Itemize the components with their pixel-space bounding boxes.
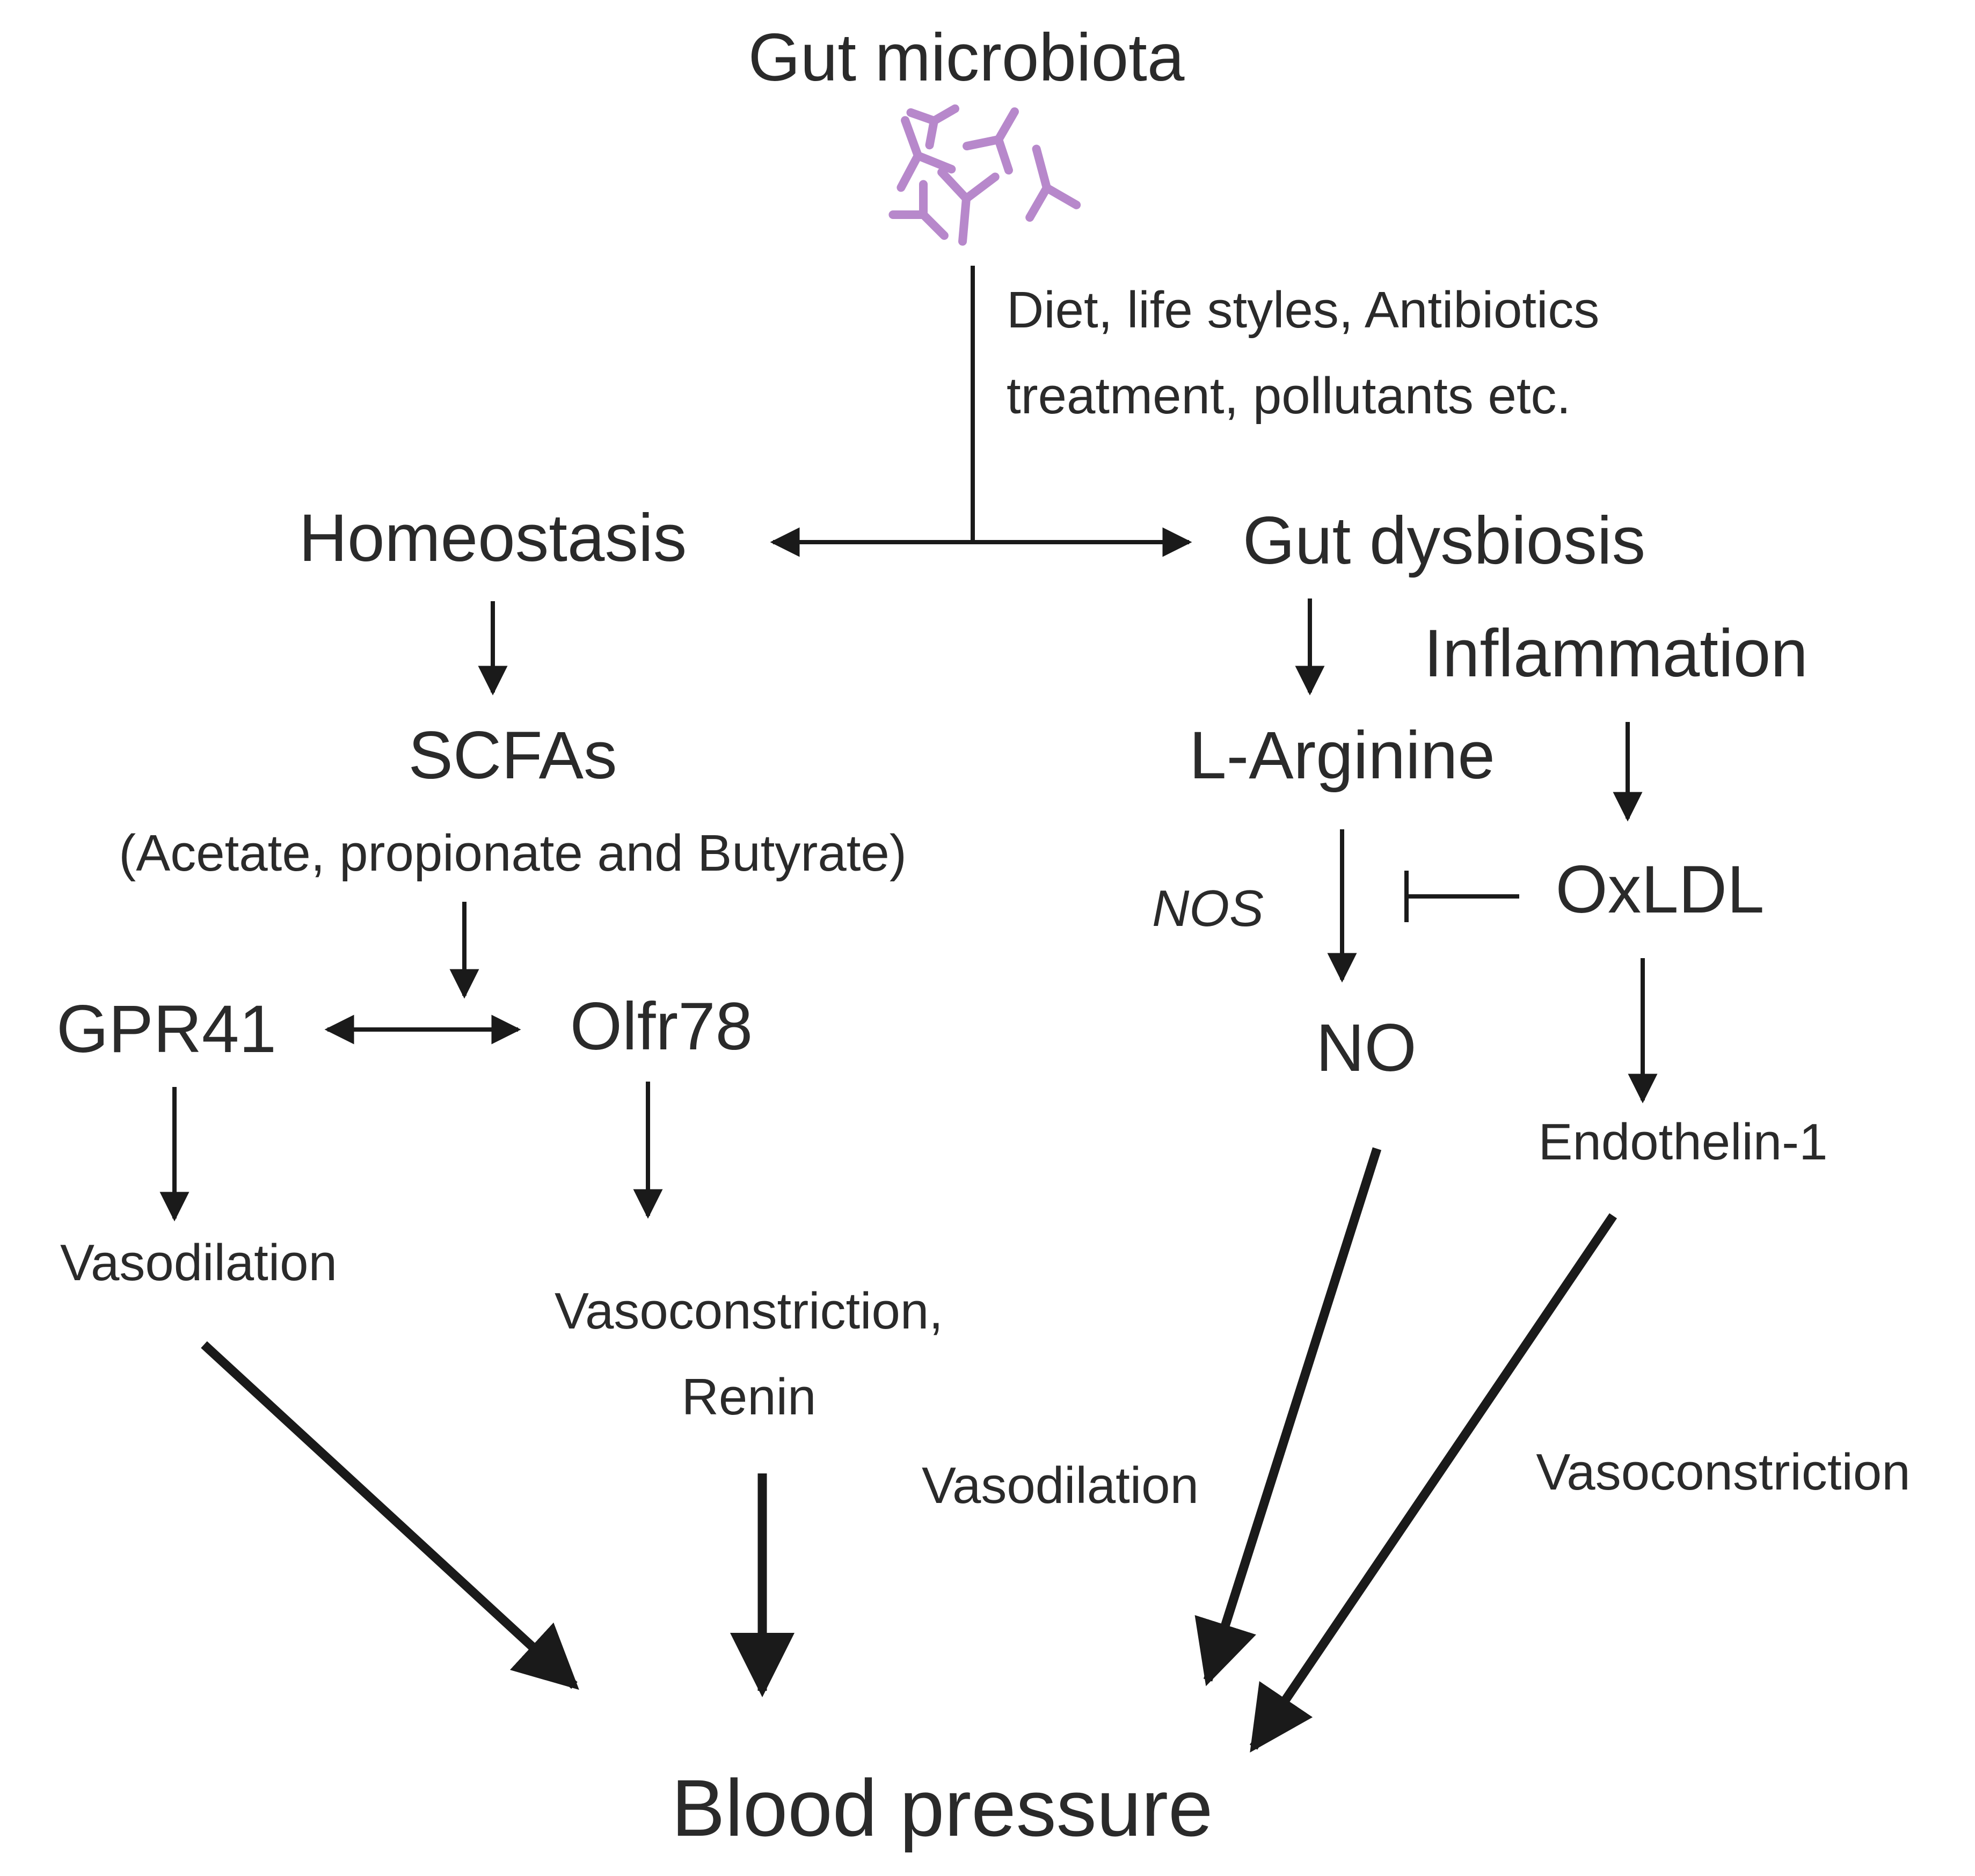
vasoconstriction-renin-label-line1: Vasoconstriction, (555, 1282, 943, 1340)
oxldl-label: OxLDL (1555, 852, 1764, 927)
vasoconstriction-right-label: Vasoconstriction (1536, 1443, 1910, 1501)
vasoconstriction-renin-label-line2: Renin (682, 1368, 817, 1426)
arrow-vasodilation-blood-pressure (201, 1341, 579, 1690)
l-arginine-label: L-Arginine (1189, 718, 1495, 793)
nos-label: NOS (1152, 880, 1264, 937)
arrow-endothelin-blood-pressure (1249, 1213, 1617, 1753)
scfas-label: SCFAs (409, 718, 617, 793)
factors-label-line2: treatment, pollutants etc. (1007, 367, 1571, 425)
gut-microbiota-label: Gut microbiota (748, 20, 1185, 95)
inflammation-label: Inflammation (1424, 616, 1808, 691)
vasodilation-right-label: Vasodilation (922, 1457, 1199, 1514)
scfas-detail-label: (Acetate, propionate and Butyrate) (119, 824, 907, 882)
factors-label-line1: Diet, life styles, Antibiotics (1007, 281, 1599, 339)
arrow-no-blood-pressure (1194, 1147, 1382, 1687)
homeostasis-label: Homeostasis (299, 501, 687, 575)
blood-pressure-label: Blood pressure (672, 1763, 1213, 1853)
vasodilation-left-label: Vasodilation (60, 1234, 337, 1291)
microbiota-cluster-icon (888, 104, 1081, 246)
endothelin-1-label: Endothelin-1 (1538, 1113, 1827, 1171)
gpr41-label: GPR41 (56, 992, 276, 1067)
no-label: NO (1316, 1011, 1417, 1085)
gut-dysbiosis-label: Gut dysbiosis (1243, 503, 1645, 578)
olfr78-label: Olfr78 (570, 989, 753, 1064)
